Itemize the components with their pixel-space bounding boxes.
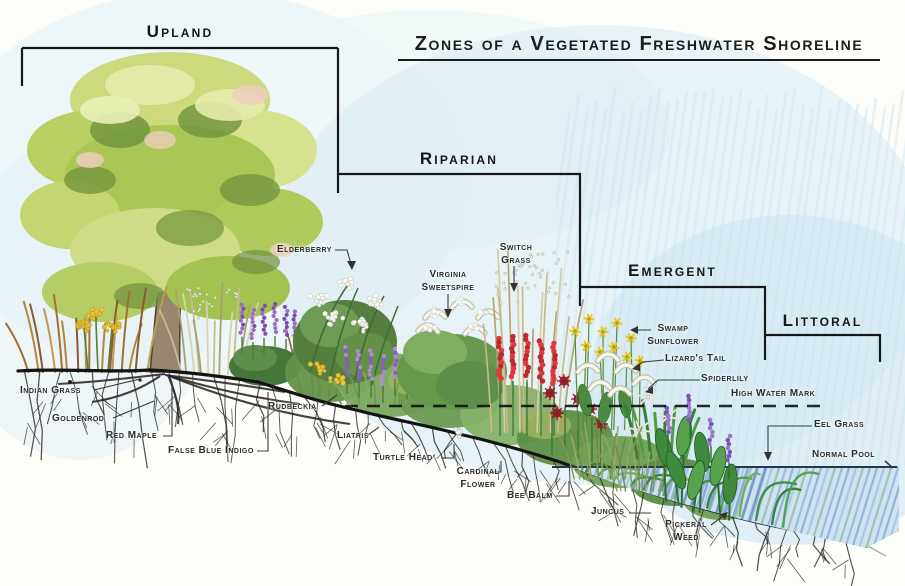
- tree-canopy: [20, 52, 323, 322]
- red-maple-tree: [20, 52, 323, 373]
- label-leader-lines: [93, 249, 812, 526]
- label-bee-balm: Bee Balm: [507, 490, 553, 501]
- label-lizards-tail: Lizard's Tail: [665, 353, 727, 364]
- label-eel-grass: Eel Grass: [814, 419, 865, 430]
- riparian-emergent-plants: [293, 248, 738, 521]
- label-pickeral-weed: Pickeral Weed: [665, 519, 707, 543]
- label-juncus: Juncus: [591, 506, 625, 517]
- label-goldenrod: Goldenrod: [52, 413, 105, 424]
- label-swamp-sunflower: Swamp Sunflower: [647, 323, 699, 347]
- label-turtle-head: Turtle Head: [373, 452, 433, 463]
- riparian-bracket: [338, 172, 582, 306]
- zone-label-upland: Upland: [146, 22, 214, 41]
- littoral-bracket: [765, 333, 882, 362]
- root-system: [23, 371, 855, 586]
- label-rudbeckia: Rudbeckia: [268, 401, 317, 412]
- label-spiderlily: Spiderlily: [701, 373, 749, 384]
- diagram-title: Zones of a Vegetated Freshwater Shorelin…: [398, 33, 880, 61]
- water-body: [558, 466, 899, 548]
- zone-label-emergent: Emergent: [628, 261, 717, 280]
- zone-brackets: [20, 46, 882, 362]
- zone-label-riparian: Riparian: [419, 149, 499, 168]
- label-indian-grass: Indian Grass: [20, 385, 81, 396]
- label-elderberry: Elderberry: [277, 244, 332, 255]
- label-false-blue-indigo: False Blue Indigo: [168, 445, 254, 456]
- label-virginia-sweetspire: Virginia Sweetspire: [421, 269, 475, 293]
- label-cardinal-flower: Cardinal Flower: [456, 466, 500, 490]
- label-liatris: Liatris: [337, 430, 370, 441]
- zone-label-littoral: Littoral: [782, 311, 863, 330]
- label-high-water-mark: High Water Mark: [731, 388, 816, 399]
- leader-arrowheads: [347, 261, 772, 520]
- label-normal-pool: Normal Pool: [812, 449, 875, 460]
- label-switch-grass: Switch Grass: [499, 242, 533, 266]
- label-red-maple: Red Maple: [106, 430, 158, 441]
